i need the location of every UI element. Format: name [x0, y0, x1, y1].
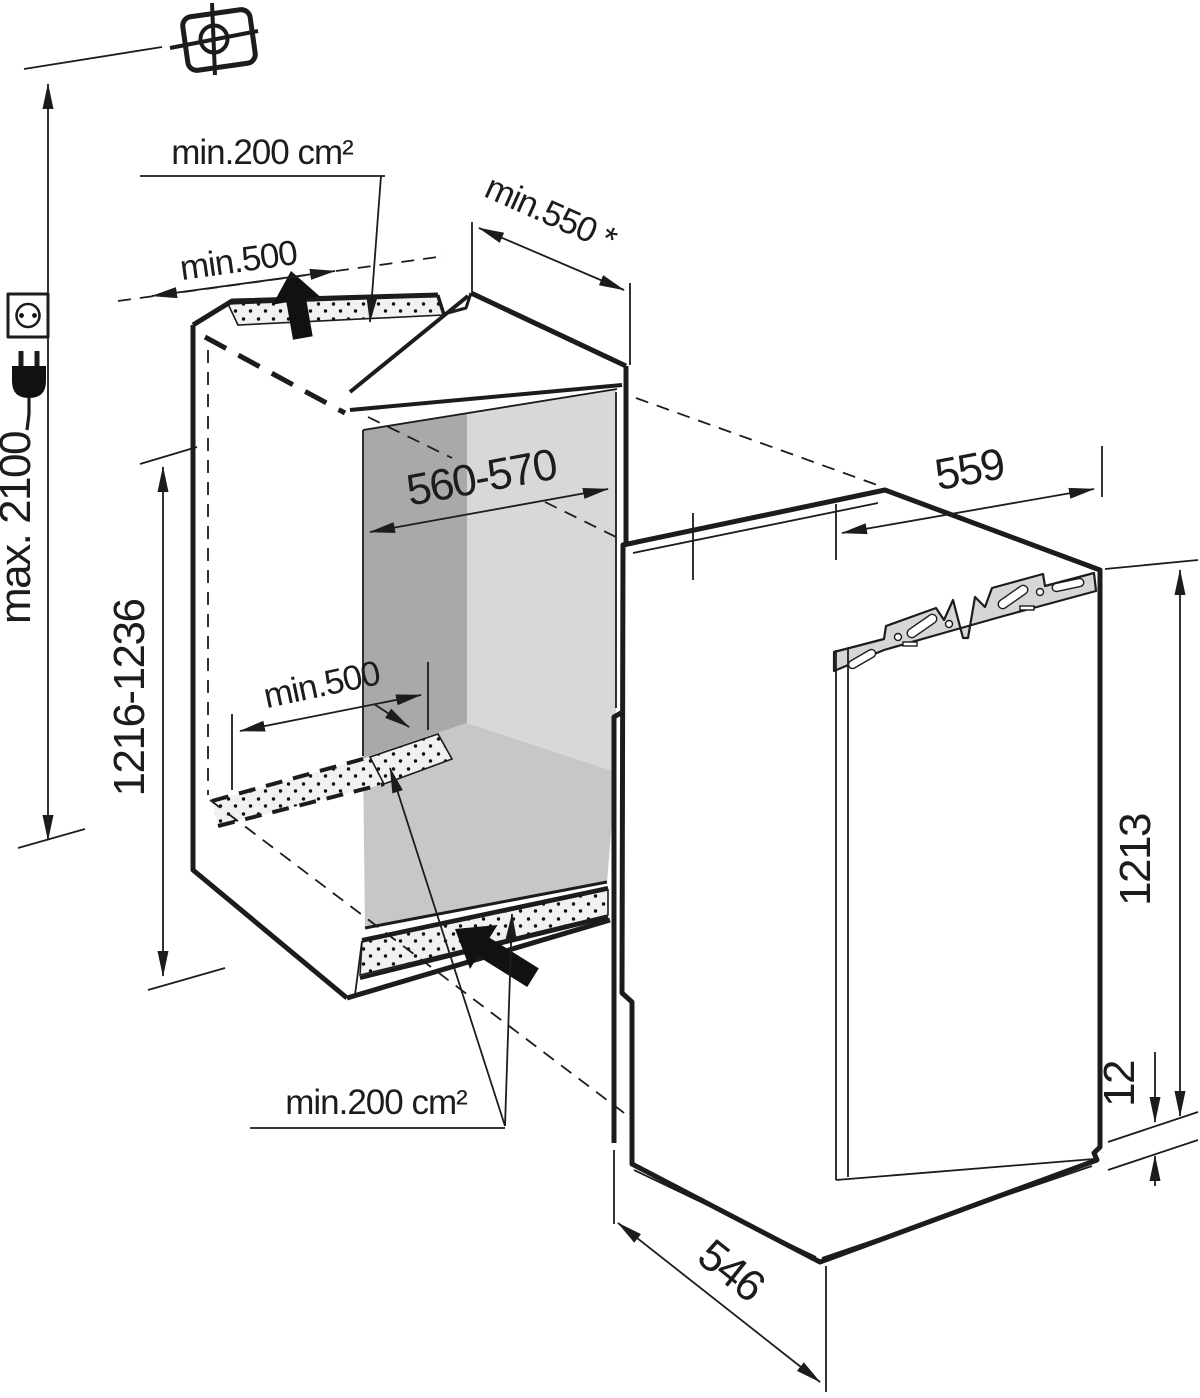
appliance [619, 487, 1103, 1265]
niche-height-label: 1216-1236 [105, 600, 154, 797]
dimension-top-vent-area: min.200 cm² [140, 133, 385, 323]
niche-floor [363, 723, 616, 928]
appliance-depth-label: 546 [689, 1230, 773, 1311]
appliance-body [622, 490, 1100, 1262]
bottom-vent-area-label: min.200 cm² [285, 1083, 467, 1122]
mounting-bracket [832, 571, 1098, 673]
appliance-height-label: 1213 [1111, 814, 1160, 906]
top-vent-area-label: min.200 cm² [171, 133, 353, 172]
niche-hidden-top-edge [203, 334, 347, 416]
dimension-max-height: max. 2100 [0, 83, 86, 849]
dimension-door-bottom-offset: 12 [1095, 1052, 1199, 1186]
fixing-point-icon [23, 2, 259, 76]
niche-cabinet [190, 290, 629, 1143]
niche-back-interior-wall [467, 389, 616, 772]
power-plug-icon [12, 351, 46, 431]
max-height-label: max. 2100 [0, 432, 40, 624]
power-socket-icon [6, 292, 50, 339]
dimension-niche-depth: min.550 * [471, 167, 631, 365]
airflow-arrow-bottom-icon [455, 925, 539, 987]
appliance-width-label: 559 [931, 439, 1008, 500]
dimension-appliance-height: 1213 [1104, 559, 1199, 1143]
dimension-bottom-vent-area: min.200 cm² [250, 767, 517, 1129]
top-clearance-label: min.500 [177, 233, 299, 288]
door-bottom-offset-label: 12 [1095, 1061, 1144, 1107]
dimension-niche-height: 1216-1236 [105, 446, 226, 991]
niche-floor-vent-hidden [212, 757, 384, 826]
niche-depth-label: min.550 * [479, 167, 623, 260]
